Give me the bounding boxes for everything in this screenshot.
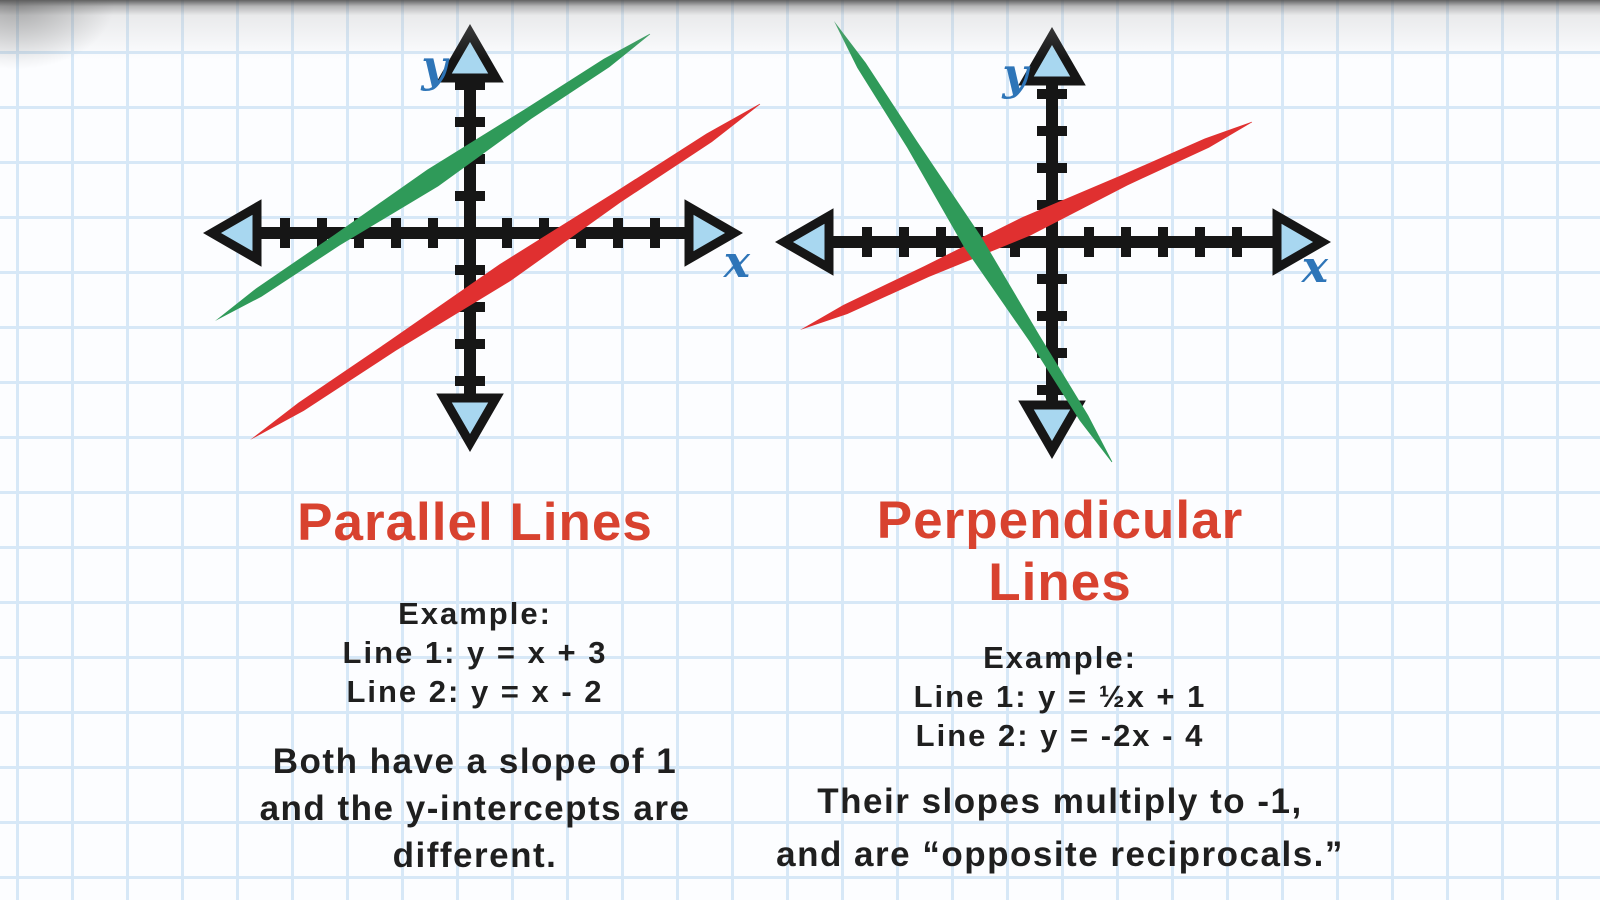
perpendicular-title-line-1: Perpendicular: [876, 491, 1244, 550]
x-axis-left-arrow-icon: [775, 208, 834, 276]
perpendicular-panel-text: Perpendicular Lines Example: Line 1: y =…: [745, 490, 1375, 881]
parallel-panel-text: Parallel Lines Example: Line 1: y = x + …: [165, 492, 785, 879]
x-axis-label: x: [1301, 242, 1329, 293]
parallel-description-line-2: and the y-intercepts are: [259, 789, 691, 828]
green-line: [215, 33, 651, 321]
x-axis-right-arrow-icon: [1272, 208, 1331, 276]
parallel-example-line-1: Line 1: y = x + 3: [342, 635, 608, 670]
perpendicular-example-line-2: Line 2: y = -2x - 4: [915, 718, 1205, 753]
x-axis-left-arrow-icon: [203, 199, 262, 267]
y-axis-down-arrow-icon: [1018, 400, 1086, 459]
x-axis-right-arrow-icon: [684, 199, 743, 267]
parallel-title: Parallel Lines: [297, 493, 653, 552]
perpendicular-example-block: Example: Line 1: y = ½x + 1 Line 2: y = …: [745, 638, 1375, 755]
parallel-example-heading: Example:: [398, 596, 552, 631]
perpendicular-lines-graph: yx: [775, 21, 1331, 463]
red-line: [800, 121, 1253, 330]
perpendicular-example-heading: Example:: [983, 640, 1137, 675]
perpendicular-title-line-2: Lines: [988, 553, 1132, 612]
green-line: [834, 21, 1113, 463]
perpendicular-description-line-1: Their slopes multiply to -1,: [817, 782, 1303, 821]
parallel-description-line-1: Both have a slope of 1: [272, 742, 678, 781]
parallel-example-line-2: Line 2: y = x - 2: [346, 674, 604, 709]
page-corner-smudge: [0, 0, 115, 70]
parallel-description-line-3: different.: [392, 836, 558, 875]
perpendicular-description-line-2: and are “opposite reciprocals.”: [776, 835, 1344, 874]
perpendicular-title: Perpendicular Lines: [745, 490, 1375, 614]
red-line: [250, 103, 761, 440]
parallel-example-block: Example: Line 1: y = x + 3 Line 2: y = x…: [165, 594, 785, 711]
parallel-description: Both have a slope of 1 and the y-interce…: [165, 738, 785, 879]
perpendicular-description: Their slopes multiply to -1, and are “op…: [745, 775, 1375, 881]
y-axis-up-arrow-icon: [436, 24, 504, 83]
y-axis-label: y: [420, 41, 450, 92]
parallel-lines-graph: yx: [203, 24, 761, 452]
y-axis-up-arrow-icon: [1018, 27, 1086, 86]
perpendicular-example-line-1: Line 1: y = ½x + 1: [913, 679, 1207, 714]
y-axis-label: y: [1001, 49, 1031, 100]
x-axis-label: x: [723, 237, 751, 288]
y-axis-down-arrow-icon: [436, 393, 504, 452]
